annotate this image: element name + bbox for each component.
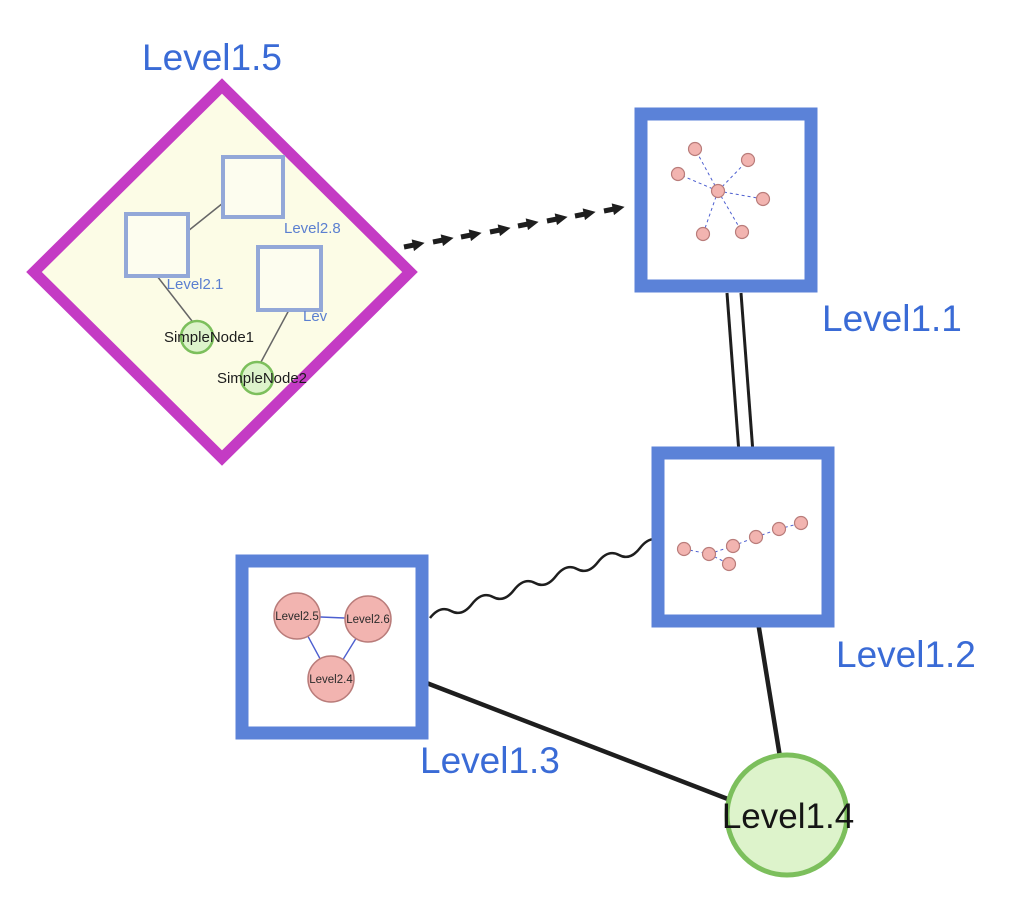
label-level2-4: Level2.4	[309, 674, 353, 686]
edge-level11-to-level12-double-line[interactable]	[725, 292, 755, 454]
node-level1-5-group[interactable]: Level2.8 Level2.1 Lev SimpleNode1 Simple…	[26, 78, 418, 466]
label-level2-8: Level2.8	[284, 220, 341, 237]
mini-edge	[717, 159, 749, 192]
label-level1-2: Level1.2	[836, 634, 976, 675]
arrow-dash	[489, 224, 511, 237]
node-level2-4[interactable]	[307, 655, 355, 703]
mini-node[interactable]	[721, 556, 737, 572]
node-lev[interactable]	[256, 245, 323, 312]
mini-node[interactable]	[710, 183, 726, 199]
mini-node[interactable]	[793, 515, 809, 531]
arrow-dash	[460, 229, 482, 242]
mini-node[interactable]	[740, 152, 756, 168]
edge-level12-to-level14[interactable]	[755, 621, 783, 758]
mini-node[interactable]	[771, 521, 787, 537]
mini-node[interactable]	[748, 529, 764, 545]
mini-graph-level1-3: Level2.5 Level2.6 Level2.4	[273, 592, 392, 703]
label-level2-5: Level2.5	[275, 611, 318, 623]
mini-node[interactable]	[725, 538, 741, 554]
label-level1-3: Level1.3	[420, 740, 560, 781]
mini-graph-level1-2	[676, 515, 809, 572]
mini-node[interactable]	[687, 141, 703, 157]
mini-node[interactable]	[670, 166, 686, 182]
mini-edge	[717, 190, 764, 200]
arrow-dash	[432, 234, 454, 247]
node-level2-8[interactable]	[221, 155, 285, 219]
label-level2-6: Level2.6	[346, 614, 389, 626]
edge-level15-to-level11-arrow-chain[interactable]	[403, 203, 625, 252]
arrow-dash	[546, 213, 568, 226]
diamond-shape[interactable]	[26, 78, 418, 466]
node-level1-2[interactable]	[651, 446, 835, 628]
edge-level21-simplenode1[interactable]	[156, 275, 193, 322]
edge-level21-level28[interactable]	[187, 202, 224, 232]
mini-edge	[717, 190, 743, 233]
edge-lev-simplenode2[interactable]	[260, 309, 290, 363]
mini-node[interactable]	[701, 546, 717, 562]
mini-node[interactable]	[755, 191, 771, 207]
mini-node[interactable]	[695, 226, 711, 242]
arrow-dash	[603, 203, 625, 216]
node-simplenode2[interactable]	[239, 360, 275, 396]
mini-graph-level1-1	[670, 141, 771, 242]
node-level2-5[interactable]	[273, 592, 321, 640]
label-simplenode2: SimpleNode2	[217, 370, 307, 387]
double-line-2	[739, 292, 755, 454]
node-level1-3-group[interactable]: Level2.5 Level2.6 Level2.4	[235, 554, 429, 740]
node-level1-1[interactable]	[634, 107, 818, 293]
label-lev: Lev	[303, 308, 328, 325]
arrow-dash	[574, 208, 596, 221]
mini-edge	[694, 148, 719, 192]
arrow-dash	[517, 218, 539, 231]
edge-level13-to-level12-wavy[interactable]	[429, 537, 662, 619]
mini-node[interactable]	[676, 541, 692, 557]
mini-edge	[702, 190, 719, 235]
label-level1-5: Level1.5	[142, 37, 282, 78]
label-level2-1: Level2.1	[167, 276, 224, 293]
node-simplenode1[interactable]	[179, 319, 215, 355]
arrow-dash	[403, 239, 425, 252]
node-level2-6[interactable]	[344, 595, 392, 643]
label-level1-4: Level1.4	[722, 797, 854, 836]
mini-edge	[677, 173, 719, 192]
node-level1-4[interactable]	[724, 752, 850, 878]
node-level1-3[interactable]	[235, 554, 429, 740]
node-level1-4-group[interactable]: Level1.4	[722, 752, 854, 878]
mini-edge	[708, 545, 734, 555]
double-line-1	[725, 292, 741, 454]
label-simplenode1: SimpleNode1	[164, 329, 254, 346]
mini-node[interactable]	[734, 224, 750, 240]
node-level2-1[interactable]	[124, 212, 190, 278]
mini-edge	[683, 548, 710, 555]
node-level1-1-group[interactable]	[634, 107, 818, 293]
label-level1-1: Level1.1	[822, 298, 962, 339]
node-level1-2-group[interactable]	[651, 446, 835, 628]
edge-level13-to-level14[interactable]	[423, 679, 734, 804]
